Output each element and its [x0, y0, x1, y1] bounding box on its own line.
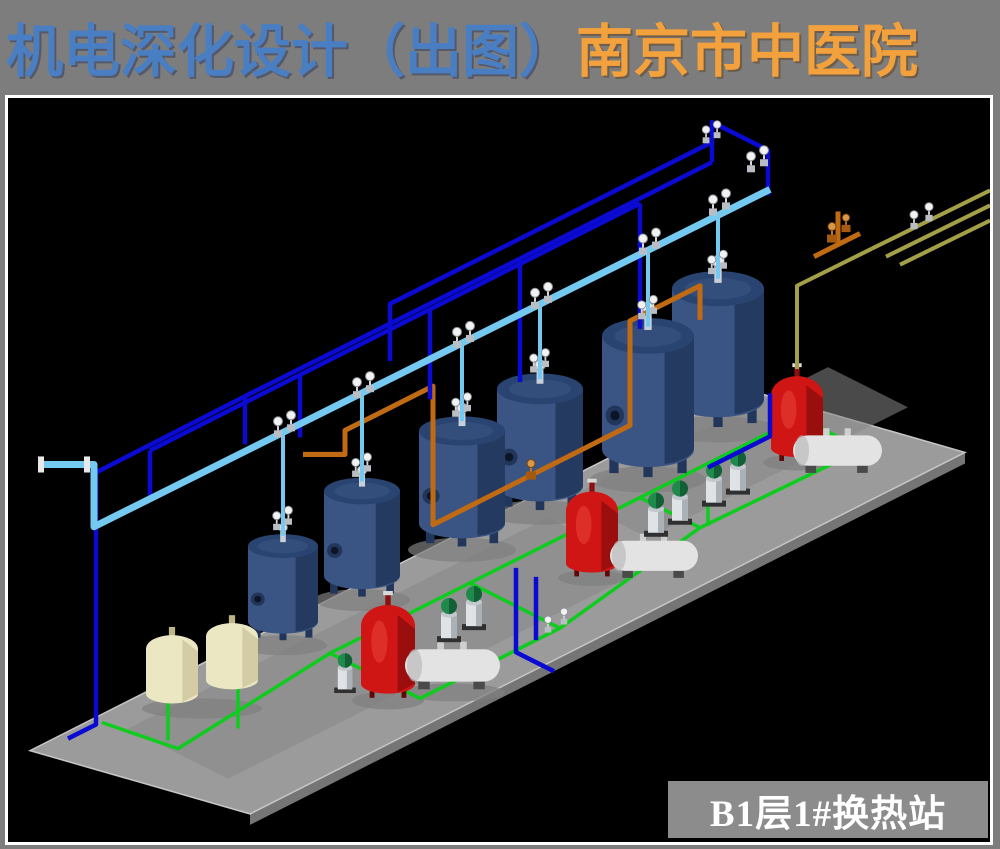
valve-icon [924, 201, 934, 223]
valve-cluster-icon [747, 146, 769, 173]
app-header: 机电深化设计（出图） 南京市中医院 [0, 0, 1000, 93]
station-label-text: B1层1#换热站 [709, 793, 947, 835]
valve-icon [909, 209, 919, 231]
station-label: B1层1#换热站 [668, 781, 988, 838]
cream-tank [206, 615, 258, 690]
flange-icon [38, 456, 44, 473]
orange-valve-icon [840, 213, 852, 234]
cream-tank [146, 626, 198, 704]
condenser-pipes-orange [303, 211, 862, 528]
supply-main-pipe-cyan [38, 186, 772, 536]
title-left-text: 机电深化设计（出图） [6, 20, 576, 84]
chilled-water-pipes-blue [66, 119, 773, 741]
drawing-viewport[interactable] [5, 95, 993, 845]
blue-storage-tank [323, 465, 401, 598]
flange-icon [84, 456, 90, 473]
blue-storage-tank [601, 301, 695, 478]
title-right-text: 南京市中医院 [576, 20, 918, 84]
blue-storage-tank [247, 523, 319, 641]
steam-pipes-olive [795, 188, 990, 370]
piping-3d-scene [27, 119, 990, 825]
